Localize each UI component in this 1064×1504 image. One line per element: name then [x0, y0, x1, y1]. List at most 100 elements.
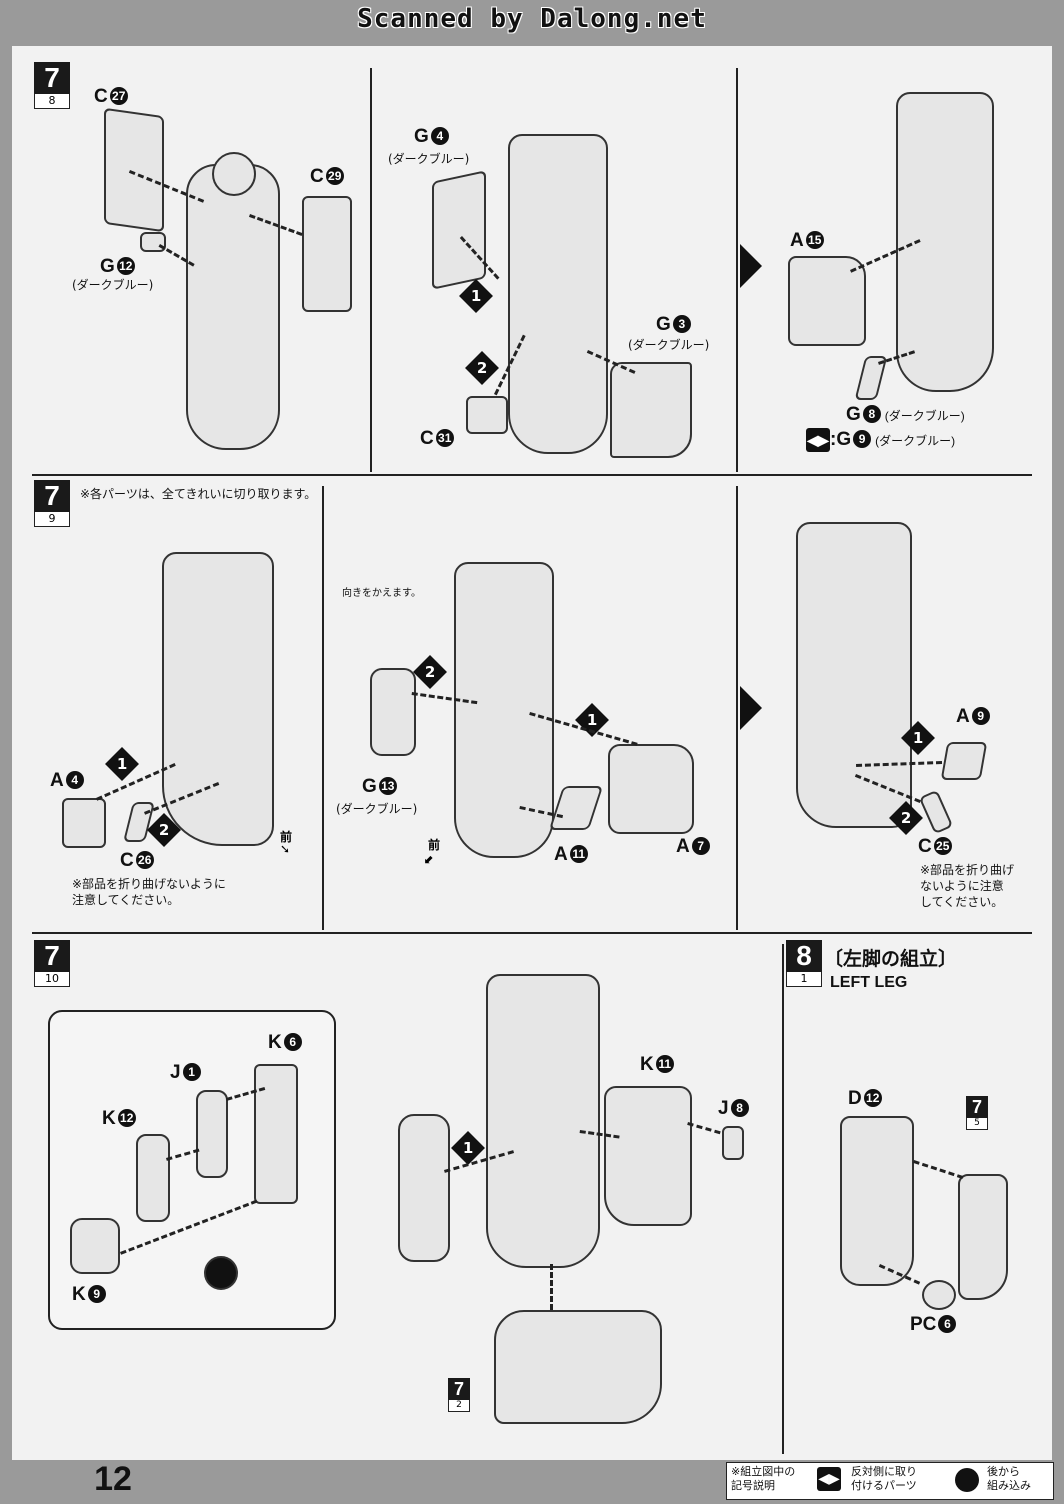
label-number: 12: [863, 1089, 882, 1107]
label-letter: A: [554, 844, 568, 865]
label-letter: G: [414, 126, 429, 147]
front-label-1: 前: [280, 830, 293, 844]
order-text: 1: [470, 287, 482, 305]
part-torso-7: [486, 974, 600, 1268]
label-letter: G: [846, 404, 861, 425]
label-letter: A: [790, 230, 804, 251]
part-torso-4: [162, 552, 274, 846]
ref-sub-step: 5: [966, 1118, 988, 1130]
order-text: 1: [462, 1139, 474, 1157]
color-note-g3: (ダークブルー): [628, 338, 710, 352]
label-letter: C: [918, 836, 932, 857]
label-number: 4: [430, 127, 449, 145]
ref-step-number: 7: [966, 1096, 988, 1118]
label-number: 7: [691, 837, 710, 855]
front-label-2: 前: [428, 838, 441, 852]
label-letter: K: [102, 1108, 116, 1129]
label-number: 4: [65, 771, 84, 789]
label-letter: :G: [830, 429, 852, 451]
color-note-g13: (ダークブルー): [336, 802, 418, 816]
part-a7: [608, 744, 694, 834]
sub-step: 1: [786, 972, 822, 987]
color-note-g12: (ダークブルー): [72, 278, 154, 292]
part-d12: [840, 1116, 914, 1286]
step-7-8-badge: 7 8: [34, 62, 70, 109]
part-g4: [432, 170, 486, 290]
label-letter: C: [94, 86, 108, 107]
next-step-arrow-1: [740, 244, 762, 288]
step-number: 8: [786, 940, 822, 972]
legend-later-icon: [955, 1468, 979, 1492]
fold-note-1: ※部品を折り曲げないように 注意してください。: [72, 877, 226, 907]
step-number: 7: [34, 480, 70, 512]
label-number: 12: [116, 257, 135, 275]
label-letter: G: [656, 314, 671, 335]
label-letter: G: [362, 776, 377, 797]
label-number: 9: [971, 707, 990, 725]
mirror-part-icon: ◀▶: [806, 428, 830, 452]
label-number: 11: [655, 1055, 674, 1073]
part-k9: [70, 1218, 120, 1274]
part-a15: [788, 256, 866, 346]
part-k12: [136, 1134, 170, 1222]
step-7-9-badge: 7 9: [34, 480, 70, 527]
step-number: 7: [34, 940, 70, 972]
label-letter: K: [640, 1054, 654, 1075]
label-letter: G: [100, 256, 115, 277]
label-number: 8: [730, 1099, 749, 1117]
part-g3: [610, 362, 692, 458]
label-number: 3: [672, 315, 691, 333]
col-divider-3: [322, 486, 324, 930]
part-c29: [302, 196, 352, 312]
label-letter: PC: [910, 1314, 937, 1335]
label-number: 26: [135, 851, 154, 869]
legend-later-text: 後から 組み込み: [987, 1465, 1031, 1492]
col-divider-5: [782, 944, 784, 1454]
label-number: 29: [325, 167, 344, 185]
front-arrow-2: ⬋: [424, 852, 435, 866]
label-number: 6: [938, 1315, 957, 1333]
label-number: 9: [87, 1285, 106, 1303]
label-number: 11: [569, 845, 588, 863]
label-number: 8: [862, 405, 881, 423]
part-torso-5: [454, 562, 554, 858]
part-ball-joint: [212, 152, 256, 196]
part-torso-1: [186, 164, 280, 450]
legend-box: ※組立図中の 記号説明 ◀▶ 反対側に取り 付けるパーツ 後から 組み込み: [726, 1462, 1054, 1500]
ref-sub-step: 2: [448, 1400, 470, 1412]
part-a9: [940, 742, 988, 780]
part-7-5-assembly: [958, 1174, 1008, 1300]
step-title-en: LEFT LEG: [830, 974, 908, 991]
scan-credit: Scanned by Dalong.net: [357, 4, 707, 34]
part-leg-lower: [494, 1310, 662, 1424]
cut-note: ※各パーツは、全てきれいに切り取ります。: [80, 487, 317, 501]
ref-step-number: 7: [448, 1378, 470, 1400]
order-text: 2: [900, 809, 912, 827]
col-divider-1: [370, 68, 372, 472]
next-step-arrow-2: [740, 686, 762, 730]
legend-mirror-icon: ◀▶: [817, 1467, 841, 1491]
part-k-left: [398, 1114, 450, 1262]
part-torso-2: [508, 134, 608, 454]
sub-step: 10: [34, 972, 70, 987]
col-divider-2: [736, 68, 738, 472]
color-note-g8: (ダークブルー): [884, 409, 965, 423]
later-assembly-icon: [204, 1256, 238, 1290]
